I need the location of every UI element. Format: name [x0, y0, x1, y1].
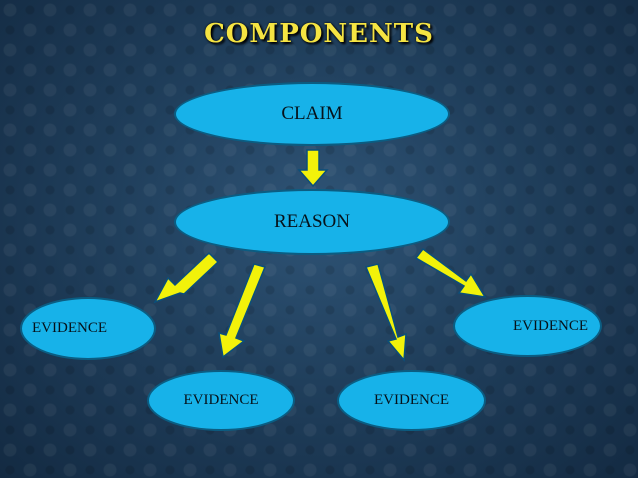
reason-label: REASON — [273, 211, 350, 232]
arrow-reason-to-evidence-left — [153, 251, 220, 304]
evidence-node-bottom-right: EVIDENCE — [337, 370, 486, 431]
arrow-reason-to-evidence-bottom-left — [218, 263, 267, 359]
evidence-label: EVIDENCE — [374, 392, 449, 408]
arrow-reason-to-evidence-bottom-right — [364, 263, 407, 362]
arrow-reason-to-evidence-right — [414, 247, 487, 298]
evidence-label: EVIDENCE — [32, 320, 107, 336]
claim-node: CLAIM — [174, 82, 450, 146]
slide-title: COMPONENTS — [204, 19, 434, 49]
evidence-label: EVIDENCE — [183, 392, 259, 408]
evidence-node-bottom-left: EVIDENCE — [147, 370, 295, 431]
claim-label: CLAIM — [281, 103, 343, 124]
evidence-node-left: EVIDENCE — [20, 297, 156, 360]
evidence-label: EVIDENCE — [513, 317, 588, 334]
evidence-node-right: EVIDENCE — [453, 295, 602, 357]
arrow-claim-to-reason — [297, 149, 329, 188]
reason-node: REASON — [174, 189, 450, 255]
